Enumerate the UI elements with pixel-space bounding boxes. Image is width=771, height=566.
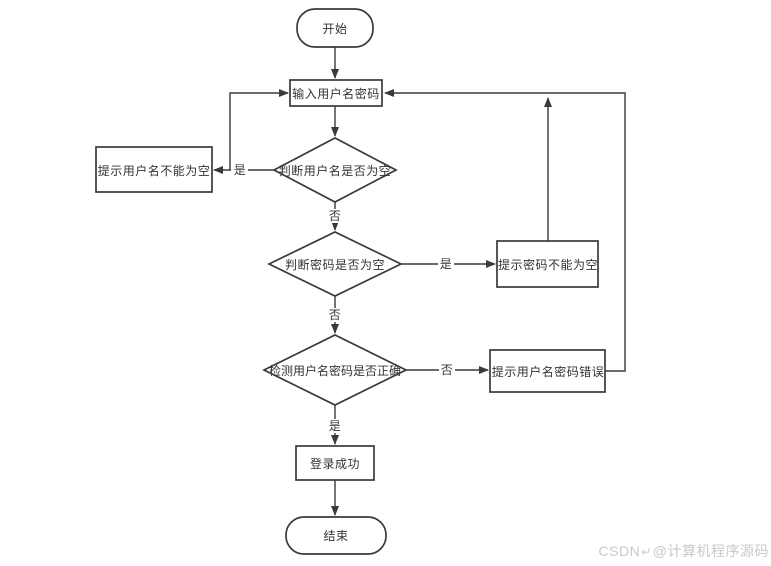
- edge-label-bg: [327, 419, 343, 433]
- node-login-success: 登录成功: [295, 445, 375, 481]
- input-process-shape: [289, 79, 383, 107]
- edge-label-yes-password: 是: [438, 256, 454, 271]
- prompt-password-process-shape: [496, 240, 599, 288]
- edge-label-no-correct: 否: [439, 362, 455, 377]
- check-username-label: 判断用户名是否为空: [279, 163, 392, 178]
- check-password-decision-shape: [267, 231, 403, 297]
- prompt-username-process-shape: [95, 146, 213, 193]
- watermark-brand: CSDN: [598, 543, 641, 559]
- node-prompt-password-empty: 提示密码不能为空: [496, 240, 599, 288]
- node-check-password-empty: 判断密码是否为空: [267, 231, 403, 297]
- edge-label-no-username: 否: [327, 209, 343, 223]
- edge-label-no-password: 否: [327, 308, 343, 322]
- prompt-password-label: 提示密码不能为空: [498, 257, 598, 272]
- edge-label-bg: [327, 308, 343, 322]
- edge-label-bg: [439, 362, 455, 377]
- edge-label-bg: [438, 256, 454, 271]
- prompt-error-label: 提示用户名密码错误: [492, 364, 605, 379]
- edge-label-text: 否: [329, 308, 342, 322]
- node-prompt-username-empty: 提示用户名不能为空: [95, 146, 213, 193]
- prompt-username-label: 提示用户名不能为空: [98, 163, 211, 178]
- connector-loop-username-to-input: [229, 89, 289, 170]
- watermark-handle: @计算机程序源码: [652, 543, 769, 559]
- login-success-label: 登录成功: [310, 456, 360, 471]
- check-correct-decision-shape: [262, 334, 408, 406]
- edge-label-yes-username: 是: [231, 162, 248, 177]
- node-end: 结束: [285, 516, 387, 555]
- watermark: CSDN↵@计算机程序源码: [599, 541, 769, 561]
- check-correct-label: 检测用户名密码是否正确: [269, 363, 401, 378]
- start-label: 开始: [322, 22, 347, 36]
- node-check-username-empty: 判断用户名是否为空: [272, 137, 398, 203]
- check-password-label: 判断密码是否为空: [285, 257, 385, 272]
- prompt-error-process-shape: [489, 349, 606, 393]
- end-label: 结束: [323, 529, 348, 543]
- edge-label-text: 是: [234, 163, 247, 177]
- login-success-process-shape: [295, 445, 375, 481]
- node-check-credentials-correct: 检测用户名密码是否正确: [262, 334, 408, 406]
- check-username-decision-shape: [272, 137, 398, 203]
- watermark-cursor-icon: ↵: [641, 545, 652, 559]
- edge-label-bg: [327, 209, 343, 223]
- edge-label-text: 是: [329, 419, 342, 433]
- edge-label-bg: [231, 162, 248, 177]
- node-start: 开始: [296, 8, 374, 48]
- edge-label-text: 否: [329, 209, 342, 223]
- edge-label-text: 否: [441, 363, 454, 377]
- input-label: 输入用户名密码: [292, 86, 380, 101]
- edge-label-yes-correct: 是: [327, 419, 343, 433]
- edge-label-text: 是: [440, 257, 453, 271]
- start-terminator-shape: [296, 8, 374, 48]
- end-terminator-shape: [285, 516, 387, 555]
- node-prompt-credentials-error: 提示用户名密码错误: [489, 349, 606, 393]
- connector-prompt-error-to-input: [384, 89, 626, 372]
- node-input-credentials: 输入用户名密码: [289, 79, 383, 107]
